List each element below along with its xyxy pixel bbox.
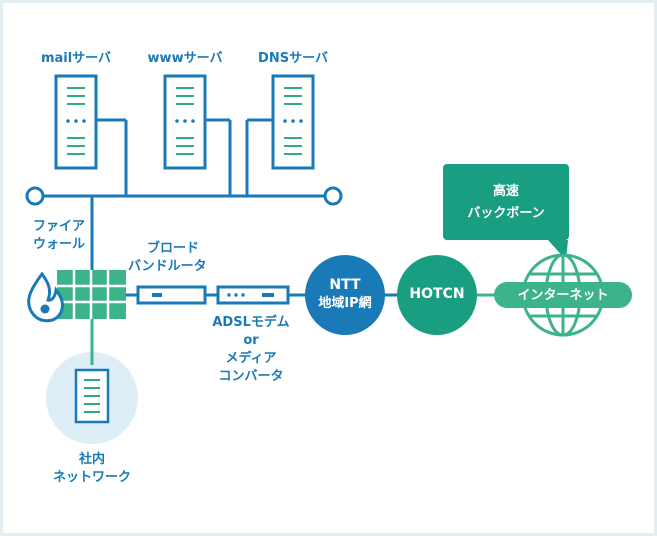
modem-label-line1: ADSLモデム bbox=[212, 315, 290, 330]
mail-server-icon bbox=[54, 74, 98, 170]
ntt-network-circle bbox=[305, 255, 385, 335]
router-label-line1: ブロード bbox=[147, 241, 200, 256]
dns-server-label: DNSサーバ bbox=[258, 51, 328, 66]
modem-label-line3: メディア bbox=[225, 351, 277, 366]
hotcn-label: HOTCN bbox=[409, 286, 465, 302]
www-server-icon bbox=[163, 74, 207, 170]
dns-server-icon bbox=[271, 74, 315, 170]
internet-pill bbox=[494, 282, 632, 308]
firewall-label-line1: ファイア bbox=[33, 219, 86, 234]
ntt-label-line1: NTT bbox=[329, 277, 361, 293]
router-icon bbox=[136, 285, 207, 305]
modem-label-line4: コンバータ bbox=[218, 369, 284, 384]
modem-icon bbox=[216, 285, 290, 305]
hotcn-circle bbox=[397, 255, 477, 335]
ntt-label-line2: 地域IP網 bbox=[318, 296, 372, 311]
lan-label-line1: 社内 bbox=[78, 452, 105, 467]
fire-icon bbox=[27, 271, 64, 323]
modem-label-line2: or bbox=[243, 333, 259, 348]
building-icon bbox=[74, 368, 110, 424]
mail-server-label: mailサーバ bbox=[40, 51, 112, 66]
firewall-label-line2: ウォール bbox=[33, 237, 86, 252]
bus-terminator-left bbox=[25, 186, 45, 206]
backbone-label-line2: バックボーン bbox=[467, 206, 545, 221]
internet-label: インターネット bbox=[517, 288, 609, 303]
firewall-icon bbox=[27, 270, 126, 323]
bus-terminator-right bbox=[323, 186, 343, 206]
lan-label-line2: ネットワーク bbox=[52, 470, 131, 485]
backbone-label-line1: 高速 bbox=[492, 184, 519, 199]
router-label-line2: バンドルータ bbox=[128, 259, 207, 274]
www-server-label: wwwサーバ bbox=[147, 51, 223, 66]
